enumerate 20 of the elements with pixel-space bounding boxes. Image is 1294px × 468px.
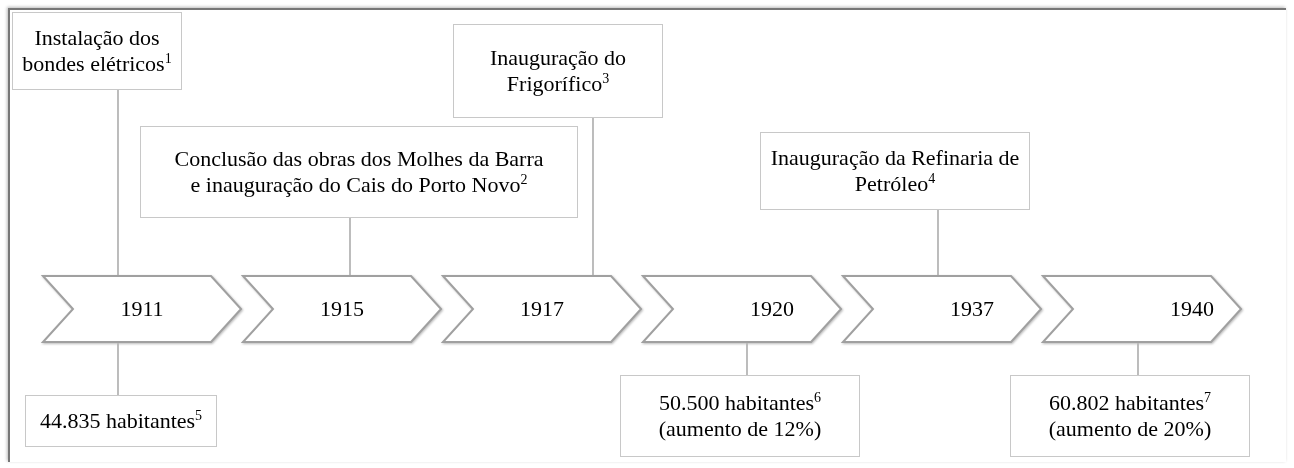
year-segment: 1920 bbox=[643, 276, 841, 342]
connector-line bbox=[349, 217, 351, 277]
year-segment: 1915 bbox=[243, 276, 441, 342]
connector-line bbox=[937, 209, 939, 277]
event-box: Inauguração do Frigorífico$^{3}$ bbox=[453, 24, 663, 118]
year-segment: 1917 bbox=[443, 276, 641, 342]
population-box: 50.500 habitantes$^{6}$ (aumento de 12%) bbox=[620, 375, 860, 457]
connector-line bbox=[746, 341, 748, 376]
population-box: 60.802 habitantes$^{7}$ (aumento de 20%) bbox=[1010, 375, 1250, 457]
connector-line bbox=[117, 89, 119, 277]
year-segment: 1940 bbox=[1043, 276, 1241, 342]
year-segment: 1937 bbox=[843, 276, 1041, 342]
population-box: 44.835 habitantes$^{5}$ bbox=[25, 395, 217, 447]
connector-line bbox=[592, 117, 594, 277]
connector-line bbox=[117, 341, 119, 396]
event-box: Conclusão das obras dos Molhes da Barra e inauguração do Cais do Porto Novo$^{2}$ bbox=[140, 126, 578, 218]
event-box: Inauguração da Refinaria de Petróleo$^{4}$ bbox=[760, 132, 1030, 210]
year-segment: 1911 bbox=[43, 276, 241, 342]
connector-line bbox=[1137, 341, 1139, 376]
event-box: Instalação dos bondes elétricos$^{1}$ bbox=[12, 12, 182, 90]
